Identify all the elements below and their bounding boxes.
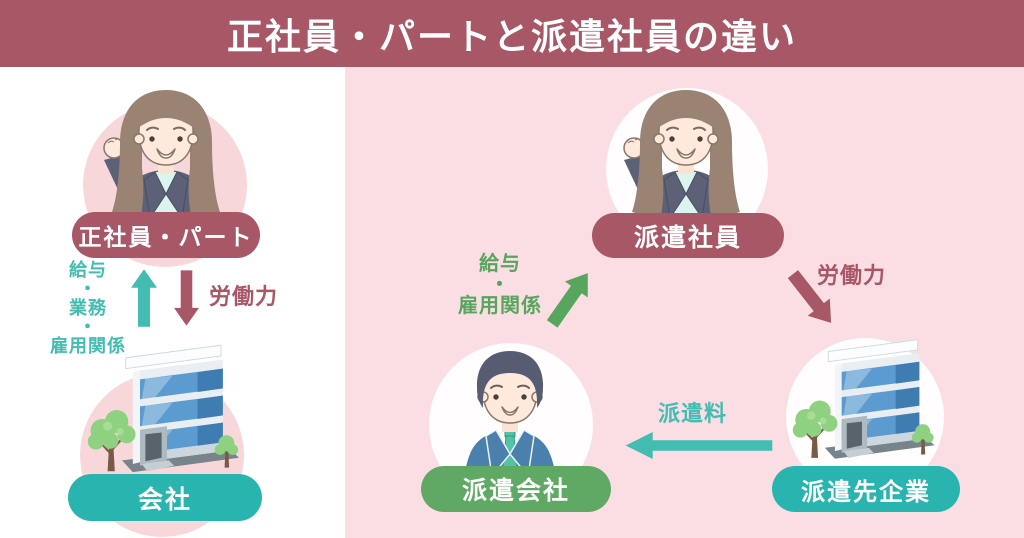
client-building-illustration [791,333,943,468]
labor-label-left: 労働力 [209,285,279,310]
office-building-illustration [86,338,248,482]
infographic-title: 正社員・パートと派遣社員の違い [226,16,797,58]
salary-relation-label: 給与 ・ 雇用関係 [458,251,542,317]
arrow-left-icon [623,432,775,459]
arrow-up-icon [131,268,157,328]
dispatch-fee-label: 派遣料 [658,402,728,427]
agency-label-pill: 派遣会社 [421,466,611,512]
client-company-label: 派遣先企業 [801,477,931,506]
salary-work-relation-label: 給与 ・ 業務 ・ 雇用関係 [50,260,126,357]
arrow-down-icon [174,270,199,326]
dispatch-worker-label-pill: 派遣社員 [592,213,784,258]
dispatch-worker-label: 派遣社員 [633,222,742,252]
title-bar: 正社員・パートと派遣社員の違い [0,0,1024,67]
regular-worker-label-pill: 正社員・パート [72,212,260,258]
company-label-pill: 会社 [68,474,262,521]
client-company-label-pill: 派遣先企業 [772,466,960,512]
labor-label-right: 労働力 [817,264,887,289]
company-label: 会社 [137,484,192,514]
agency-label: 派遣会社 [461,476,570,505]
regular-worker-label: 正社員・パート [78,225,254,251]
